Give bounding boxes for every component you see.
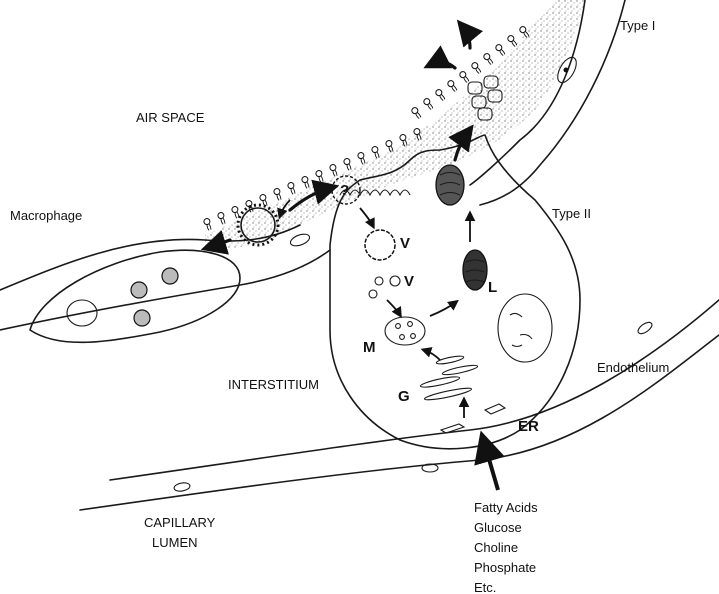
macrophage-label: Macrophage [10,208,82,223]
surfactant-lipid [273,188,283,201]
precursor-item: Etc. [474,580,496,594]
type2-label: Type II [552,206,591,221]
vesicle-upper [365,230,395,260]
precursor-uptake-arrow [484,442,498,490]
surfactant-lipid [217,212,227,225]
arrow-to-air-1 [432,62,455,68]
vesicle-lower [390,276,400,286]
vesicle-upper-label: V [400,235,410,252]
type1-label: Type I [620,18,655,33]
precursor-item: Choline [474,540,518,555]
multivesicular-body [385,317,425,345]
arrow-to-vesicle [360,208,373,226]
surfactant-lipid [203,218,213,231]
arrow-to-mvb [387,300,400,315]
surfactant-lipid [301,176,311,189]
surfactant-lipid [411,106,423,119]
arrow-golgi-to-mvb [424,350,440,360]
mvb-vesicle-3 [400,335,405,340]
surfactant-lipid [329,164,339,177]
alveolar-wall-lower [0,250,330,330]
endothelial-nucleus-1 [173,482,190,493]
phagosome-3 [134,310,150,326]
surfactant-lipid [471,61,483,74]
precursor-item: Phosphate [474,560,536,575]
surfactant-hypophase-layer [205,0,585,248]
surfactant-lipid [459,70,471,83]
type1-nucleolus [564,68,569,73]
surfactant-lipid [483,52,495,65]
arrow-to-air-2 [463,27,470,48]
surfactant-lipid [435,88,447,101]
endoplasmic-reticulum [441,404,505,433]
endothelium-label: Endothelium [597,360,669,375]
golgi-apparatus [420,355,478,402]
type2-nucleus [498,294,552,362]
surfactant-lipid [423,97,435,110]
question-label: ? [340,182,349,199]
golgi-label: G [398,388,410,405]
surfactant-lipid [315,170,325,183]
capillary-cell [289,232,311,248]
mvb-label: M [363,339,376,356]
lamellar-body-label: L [488,279,497,296]
lumen-label: LUMEN [152,535,198,550]
er-label: ER [518,418,539,435]
precursor-item: Fatty Acids [474,500,538,515]
mvb-vesicle-2 [408,322,413,327]
small-vesicle-1 [375,277,383,285]
endothelium-upper [110,300,719,480]
type2-nucleus-chromatin [510,313,532,346]
precursor-item: Glucose [474,520,522,535]
interstitium-label: INTERSTITIUM [228,377,319,392]
small-vesicle-2 [369,290,377,298]
mvb-vesicle-4 [411,334,416,339]
vesicle-lower-label: V [404,273,414,290]
surfactant-lipid [447,79,459,92]
mvb-vesicle-1 [396,324,401,329]
arrow-mvb-to-lamellar [430,302,456,316]
surfactant-lipid [495,43,507,56]
capillary-label: CAPILLARY [144,515,216,530]
phagosome-2 [162,268,178,284]
air-space-label: AIR SPACE [136,110,205,125]
surfactant-lipid [287,182,297,195]
endothelial-nucleus-3 [636,320,654,336]
phagosome-1 [131,282,147,298]
